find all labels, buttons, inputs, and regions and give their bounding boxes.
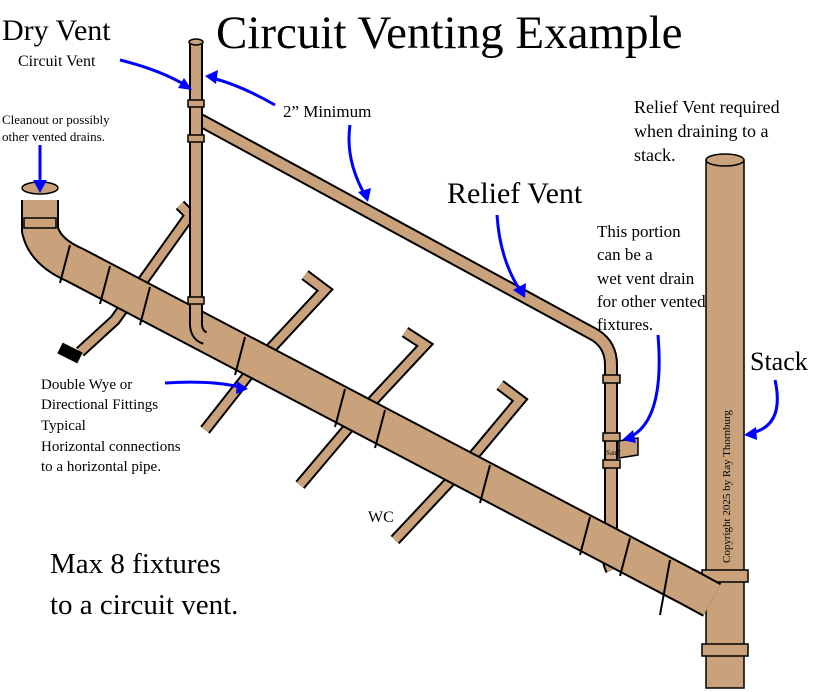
- label-2in-minimum: 2” Minimum: [283, 102, 371, 121]
- annotation-arrows: [33, 58, 779, 443]
- label-max-fixtures-1: Max 8 fixtures: [50, 548, 221, 580]
- label-wye-1: Double Wye or: [41, 377, 132, 393]
- label-portion-1: This portion: [597, 222, 681, 241]
- label-stack: Stack: [750, 347, 808, 376]
- label-max-fixtures-2: to a circuit vent.: [50, 589, 238, 621]
- label-relief-vent: Relief Vent: [447, 177, 583, 210]
- label-relief-required-2: when draining to a: [634, 121, 768, 141]
- dry-vent-pipe: [187, 38, 208, 345]
- label-wye-4: Horizontal connections: [41, 439, 181, 455]
- label-relief-required-1: Relief Vent required: [634, 97, 780, 117]
- label-relief-required-3: stack.: [634, 145, 675, 165]
- label-portion-4: for other vented: [597, 292, 706, 311]
- horizontal-drain: [21, 181, 722, 617]
- label-circuit-vent: Circuit Vent: [18, 53, 96, 70]
- label-portion-2: can be a: [597, 245, 653, 264]
- label-wye-2: Directional Fittings: [41, 397, 158, 413]
- label-portion-3: wet vent drain: [597, 269, 695, 288]
- label-dry-vent: Dry Vent: [2, 14, 111, 47]
- label-cleanout-1: Cleanout or possibly: [2, 112, 110, 127]
- label-wye-5: to a horizontal pipe.: [41, 459, 161, 475]
- label-wye-3: Typical: [41, 418, 86, 434]
- label-wc: WC: [368, 509, 394, 526]
- label-portion-5: fixtures.: [597, 315, 653, 334]
- copyright-text: Copyright 2025 by Ray Thornburg: [721, 410, 733, 563]
- label-cleanout-2: other vented drains.: [2, 129, 105, 144]
- fixture-arms: [57, 200, 529, 545]
- diagram-title: Circuit Venting Example: [216, 7, 682, 59]
- stack-pipe: [701, 153, 749, 689]
- label-sant: SanT: [606, 449, 622, 457]
